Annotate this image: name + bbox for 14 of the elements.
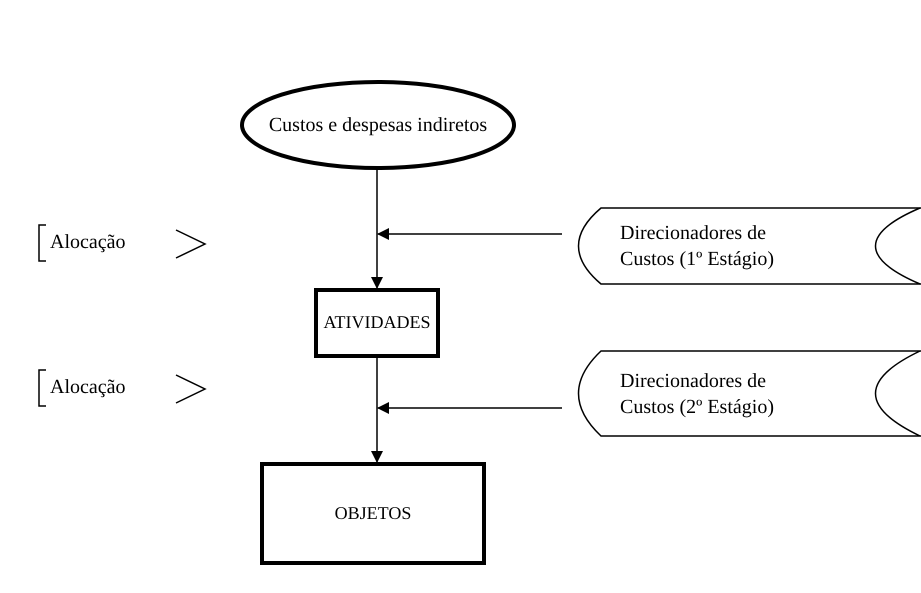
node-text: OBJETOS (334, 502, 412, 525)
process-box (314, 288, 440, 358)
step-label: Alocação (50, 376, 126, 399)
arrow (377, 402, 562, 414)
process-box (260, 462, 486, 565)
ellipse-node (240, 80, 516, 170)
arrow (371, 170, 383, 289)
arrow (377, 228, 562, 240)
step-label: Alocação (50, 231, 126, 254)
node-text: Custos e despesas indiretos (268, 113, 488, 138)
node-text: Direcionadores de Custos (2º Estágio) (620, 368, 775, 420)
node-text: Direcionadores de Custos (1º Estágio) (620, 221, 775, 272)
node-text: ATIVIDADES (324, 311, 430, 334)
arrow (371, 358, 383, 463)
